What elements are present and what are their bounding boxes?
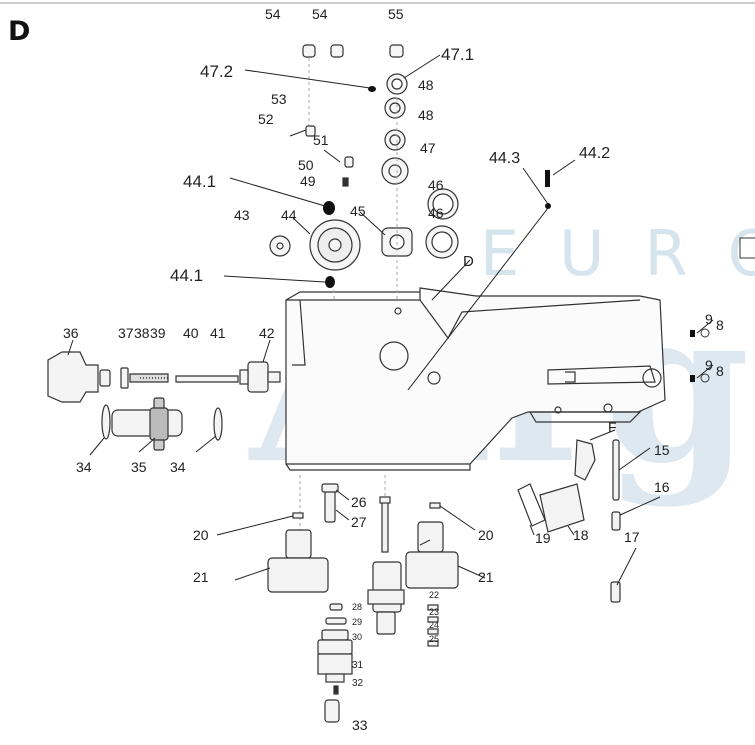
part-label: 26 — [351, 494, 367, 510]
black-parts — [323, 86, 695, 382]
section-letter: D — [8, 16, 31, 47]
part-label: 8 — [716, 317, 724, 333]
part-label: 24 — [429, 620, 439, 630]
part-label: 9 — [705, 311, 713, 327]
part-label: 32 — [352, 678, 364, 689]
part-label: 33 — [352, 717, 368, 733]
lower-parts — [267, 439, 621, 723]
part-label: 39 — [150, 325, 166, 341]
part-label: 47.2 — [200, 62, 233, 81]
part-label: 25 — [429, 634, 439, 644]
part-label: 8 — [716, 363, 724, 379]
part-label: 48 — [418, 77, 434, 93]
leader-lines — [67, 54, 714, 586]
part-label: 20 — [478, 527, 494, 543]
part-label: 54 — [312, 6, 328, 22]
part-label: 44 — [281, 207, 297, 223]
part-label: 46 — [428, 177, 444, 193]
part-label: 18 — [573, 527, 589, 543]
part-label: 19 — [535, 530, 551, 546]
main-body — [285, 287, 666, 471]
edge-box — [739, 237, 755, 259]
part-label: 52 — [258, 111, 274, 127]
part-label: 22 — [429, 590, 439, 600]
part-label: 29 — [352, 617, 362, 627]
part-label: 31 — [352, 660, 364, 671]
part-label: 44.1 — [170, 266, 203, 285]
part-label: 40 — [183, 325, 199, 341]
part-label: 17 — [624, 529, 640, 545]
part-label: 43 — [234, 207, 250, 223]
part-label: 53 — [271, 91, 287, 107]
part-label: 20 — [193, 527, 209, 543]
part-label: 51 — [313, 132, 329, 148]
watermark-top: EURO — [480, 217, 755, 290]
small-pins — [419, 328, 710, 546]
part-label: 42 — [259, 325, 275, 341]
part-label: 34 — [76, 459, 92, 475]
part-label: 28 — [352, 602, 362, 612]
upper-parts — [269, 44, 459, 271]
part-label: 16 — [654, 479, 670, 495]
part-label: 44.2 — [579, 145, 610, 162]
part-label: F — [608, 419, 617, 435]
left-assembly — [47, 351, 281, 451]
part-label: 41 — [210, 325, 226, 341]
part-label: 15 — [654, 442, 670, 458]
part-label: 21 — [478, 569, 494, 585]
part-label: 37 — [118, 325, 134, 341]
part-label: 21 — [193, 569, 209, 585]
part-label: 48 — [418, 107, 434, 123]
axis-lines — [299, 58, 398, 530]
part-label: 50 — [298, 157, 314, 173]
part-label: 23 — [429, 607, 439, 617]
part-label: 27 — [351, 514, 367, 530]
part-label: 55 — [388, 6, 404, 22]
part-label: 34 — [170, 459, 186, 475]
part-label: 38 — [134, 325, 150, 341]
part-label: 46 — [428, 205, 444, 221]
part-labels: 54 54 55 47.1 47.2 48 53 48 52 51 47 50 … — [63, 6, 724, 733]
part-label: 44.1 — [183, 172, 216, 191]
part-label: 47.1 — [441, 45, 474, 64]
part-label: 9 — [705, 357, 713, 373]
part-label: 44.3 — [489, 150, 520, 167]
part-label: D — [463, 253, 474, 270]
part-label: 35 — [131, 459, 147, 475]
part-label: 36 — [63, 325, 79, 341]
part-label: 54 — [265, 6, 281, 22]
part-label: 49 — [300, 173, 316, 189]
part-label: 47 — [420, 140, 436, 156]
part-label: 30 — [352, 632, 362, 642]
part-label: 45 — [350, 203, 366, 219]
